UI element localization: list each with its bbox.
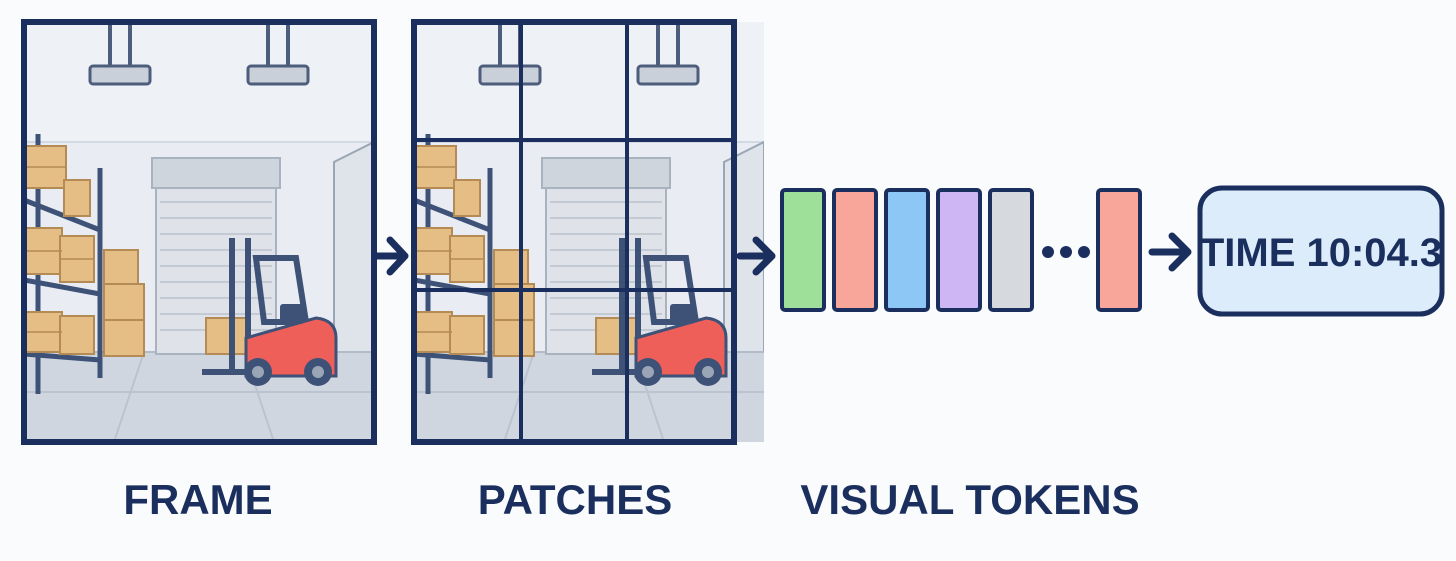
token-blue <box>884 188 930 312</box>
ellipsis-icon <box>1042 246 1090 258</box>
frame-border <box>21 19 377 445</box>
ellipsis-dot <box>1078 246 1090 258</box>
token-red <box>832 188 878 312</box>
frame-label: FRAME <box>123 476 272 523</box>
arrow-right-icon <box>736 236 776 276</box>
ellipsis-dot <box>1042 246 1054 258</box>
token-gray <box>988 188 1034 312</box>
ellipsis-dot <box>1060 246 1072 258</box>
output-box: TIME 10:04.3 <box>1197 185 1445 317</box>
arrow-right-icon <box>1148 232 1192 272</box>
patches-panel <box>411 19 764 445</box>
arrow-right-icon <box>373 236 409 276</box>
visual-token-strip <box>780 188 1142 312</box>
patch-grid <box>414 22 734 442</box>
token-purple <box>936 188 982 312</box>
patches-border <box>411 19 737 445</box>
token-red-last <box>1096 188 1142 312</box>
output-text: TIME 10:04.3 <box>1200 231 1442 275</box>
patches-label: PATCHES <box>478 476 672 523</box>
token-green <box>780 188 826 312</box>
frame-panel <box>21 19 377 445</box>
visual-tokens-label: VISUAL TOKENS <box>800 476 1139 523</box>
